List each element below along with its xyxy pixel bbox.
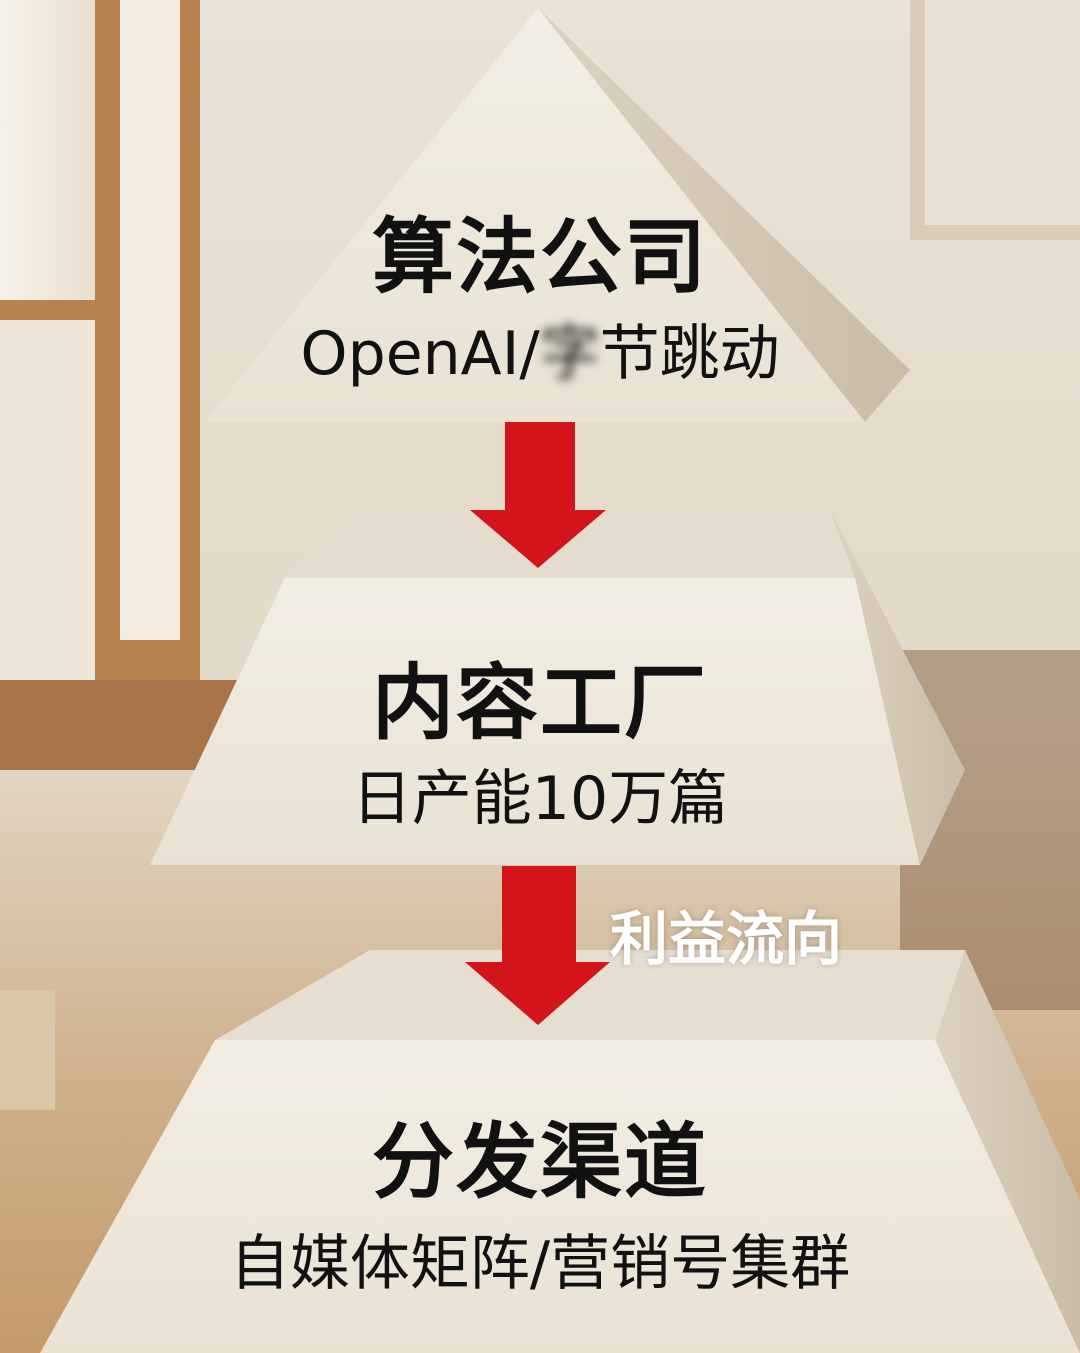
arrow-down-icon <box>465 866 610 1025</box>
subtitle-part: 节跳动 <box>599 319 780 389</box>
tier-middle-title: 内容工厂 <box>371 656 708 751</box>
tier-middle-subtitle: 日产能10万篇 <box>351 764 729 834</box>
tier-top-subtitle: OpenAI/字节跳动 <box>0 305 1080 392</box>
flow-label: 利益流向 <box>610 905 843 973</box>
tier-middle <box>150 510 965 865</box>
arrow-down-icon <box>470 422 606 568</box>
blurred-text: 字 <box>539 319 600 389</box>
tier-bottom-subtitle: 自媒体矩阵/营销号集群 <box>229 1229 851 1299</box>
tier-top-title: 算法公司 <box>371 210 708 305</box>
tier-bottom <box>40 950 1080 1353</box>
tier-bottom-title: 分发渠道 <box>371 1115 708 1210</box>
subtitle-part: OpenAI/ <box>300 319 540 389</box>
tier-top <box>205 8 910 422</box>
